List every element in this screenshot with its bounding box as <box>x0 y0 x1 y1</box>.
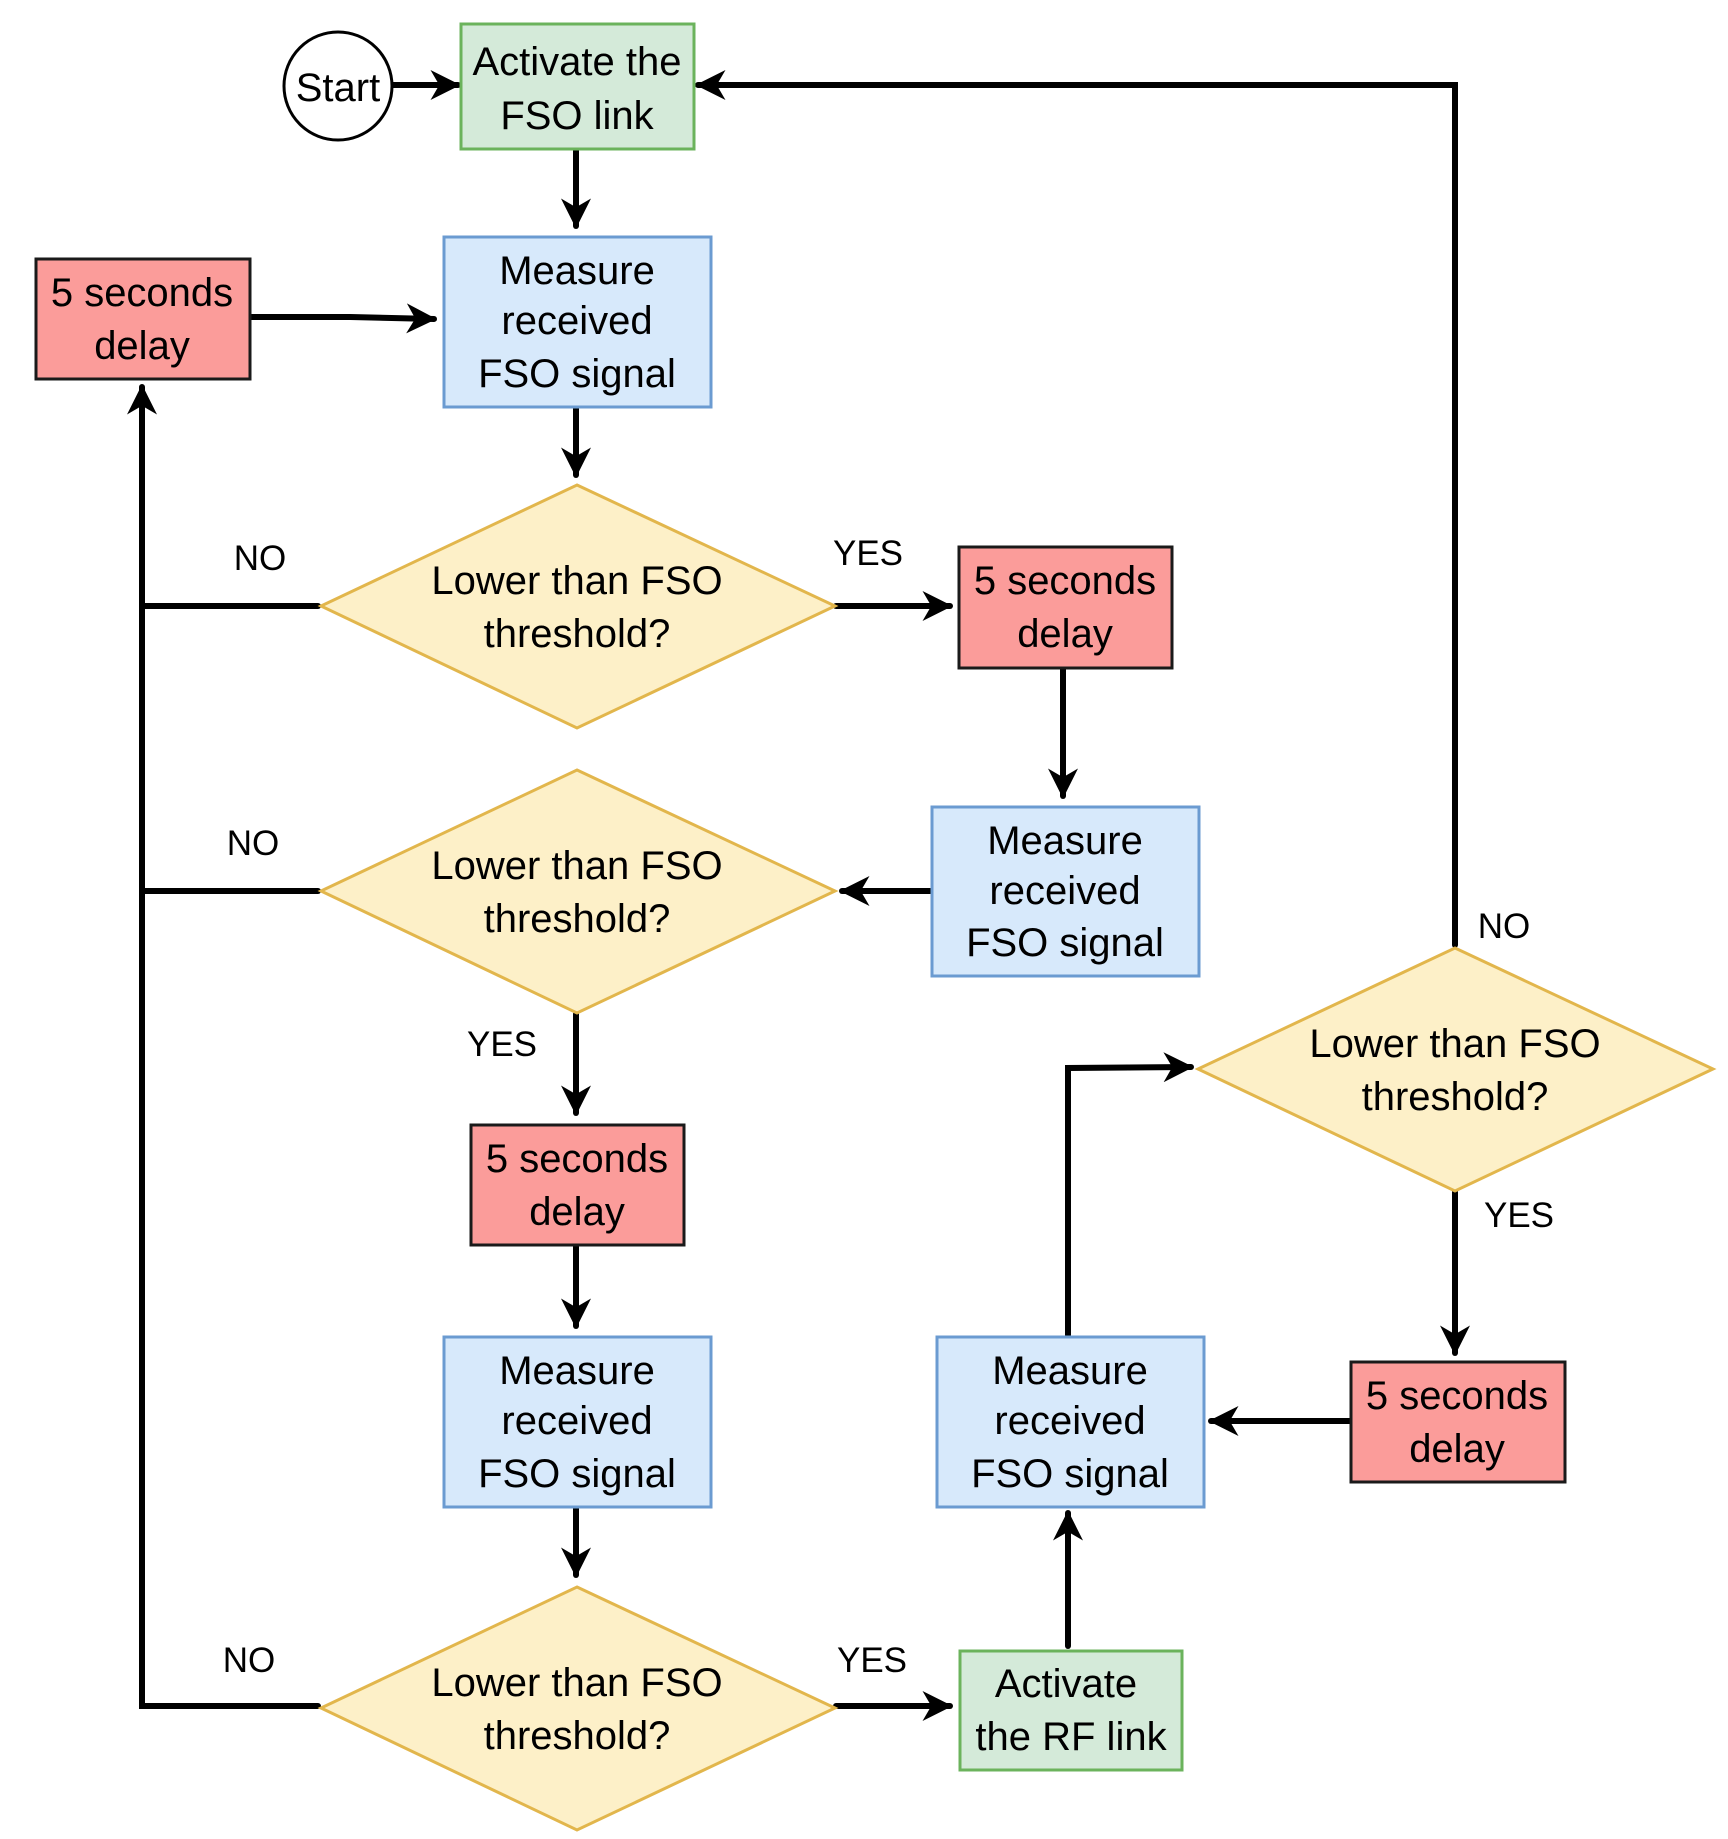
decision-3-node: Lower than FSO threshold? <box>317 1585 839 1832</box>
decision-3-line-2: threshold? <box>484 1714 671 1758</box>
decision-2-yes-label: YES <box>467 1025 537 1064</box>
decision-1-no-label: NO <box>234 539 287 578</box>
delay-2-shape <box>957 545 1174 670</box>
edge-measure-4-to-decision-4 <box>1065 1052 1194 1338</box>
decision-4-shape <box>1194 946 1717 1193</box>
measure-4-shape <box>935 1335 1206 1509</box>
decision-2-shape <box>317 768 839 1015</box>
decision-4-node: Lower than FSO threshold? <box>1194 946 1717 1193</box>
delay-2-line-2: delay <box>1017 612 1113 656</box>
edge-decision-4-no-to-activate-fso <box>695 70 1458 948</box>
delay-left-shape <box>34 257 252 381</box>
measure-2-line-3: FSO signal <box>966 921 1164 965</box>
decision-2-node: Lower than FSO threshold? <box>317 768 839 1015</box>
activate-fso-line-1: Activate the <box>472 40 681 84</box>
delay-4-line-2: delay <box>1409 1427 1505 1471</box>
decision-4-no-label: NO <box>1478 907 1531 946</box>
measure-1-node: Measure received FSO signal <box>442 235 713 409</box>
delay-4-line-1: 5 seconds <box>1366 1374 1548 1418</box>
edge-delay-left-to-measure-1 <box>247 303 437 334</box>
measure-1-line-3: FSO signal <box>478 352 676 396</box>
edges <box>127 70 1470 1721</box>
activate-fso-line-2: FSO link <box>500 94 654 138</box>
measure-1-line-1: Measure <box>499 249 655 293</box>
measure-2-line-1: Measure <box>987 819 1143 863</box>
decision-1-yes-label: YES <box>833 534 903 573</box>
measure-4-line-1: Measure <box>992 1349 1148 1393</box>
measure-2-line-2: received <box>989 869 1140 913</box>
decision-3-line-1: Lower than FSO <box>431 1661 722 1705</box>
decision-3-shape <box>317 1585 839 1832</box>
measure-4-line-2: received <box>994 1399 1145 1443</box>
delay-3-line-1: 5 seconds <box>486 1137 668 1181</box>
measure-3-shape <box>442 1335 713 1509</box>
decision-1-line-2: threshold? <box>484 612 671 656</box>
delay-4-node: 5 seconds delay <box>1349 1360 1567 1484</box>
delay-left-node: 5 seconds delay <box>34 257 252 381</box>
measure-1-shape <box>442 235 713 409</box>
start-node: Start <box>282 30 394 142</box>
decision-2-line-2: threshold? <box>484 897 671 941</box>
edge-left-loop-to-delay-left <box>127 384 321 1709</box>
measure-3-line-3: FSO signal <box>478 1452 676 1496</box>
decision-1-node: Lower than FSO threshold? <box>317 483 839 730</box>
decision-3-yes-label: YES <box>837 1641 907 1680</box>
activate-rf-line-2: the RF link <box>975 1715 1167 1759</box>
decision-2-no-label: NO <box>227 824 280 863</box>
delay-left-line-2: delay <box>94 324 190 368</box>
delay-3-shape <box>469 1123 686 1247</box>
delay-4-shape <box>1349 1360 1567 1484</box>
measure-3-node: Measure received FSO signal <box>442 1335 713 1509</box>
measure-2-node: Measure received FSO signal <box>930 805 1201 978</box>
delay-3-node: 5 seconds delay <box>469 1123 686 1247</box>
start-shape <box>282 30 394 142</box>
activate-rf-shape <box>958 1649 1184 1772</box>
activate-rf-node: Activate the RF link <box>958 1649 1184 1772</box>
decision-4-line-2: threshold? <box>1362 1075 1549 1119</box>
delay-3-line-2: delay <box>529 1190 625 1234</box>
measure-2-shape <box>930 805 1201 978</box>
decision-3-no-label: NO <box>223 1641 276 1680</box>
delay-2-node: 5 seconds delay <box>957 545 1174 670</box>
decision-2-line-1: Lower than FSO <box>431 844 722 888</box>
nodes: Start Activate the FSO link Measure rece… <box>34 22 1717 1832</box>
decision-4-line-1: Lower than FSO <box>1309 1022 1600 1066</box>
measure-4-line-3: FSO signal <box>971 1452 1169 1496</box>
measure-3-line-1: Measure <box>499 1349 655 1393</box>
activate-rf-line-1: Activate <box>995 1662 1137 1706</box>
delay-left-line-1: 5 seconds <box>51 271 233 315</box>
measure-1-line-2: received <box>501 299 652 343</box>
measure-4-node: Measure received FSO signal <box>935 1335 1206 1509</box>
activate-fso-shape <box>459 22 696 151</box>
activate-fso-node: Activate the FSO link <box>459 22 696 151</box>
decision-1-line-1: Lower than FSO <box>431 559 722 603</box>
edge-labels: NO YES NO YES NO YES NO YES <box>223 534 1554 1680</box>
measure-3-line-2: received <box>501 1399 652 1443</box>
start-label: Start <box>296 66 380 110</box>
decision-4-yes-label: YES <box>1484 1196 1554 1235</box>
decision-1-shape <box>317 483 839 730</box>
delay-2-line-1: 5 seconds <box>974 559 1156 603</box>
